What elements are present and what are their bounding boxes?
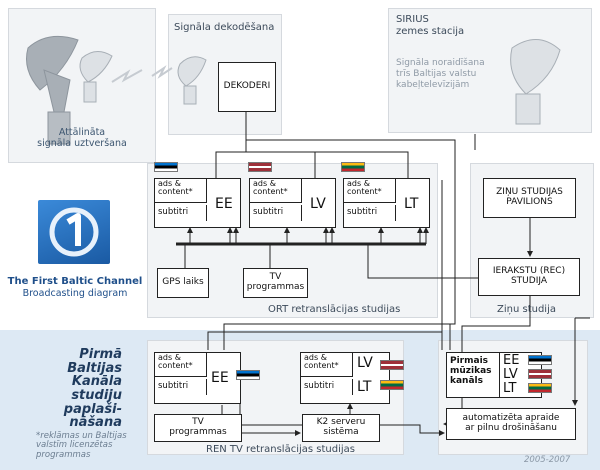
- ort-ee-subtitri: subtitri: [155, 205, 207, 221]
- caption-ort: ORT retranslācijas studijas: [268, 304, 401, 315]
- ren-ee-block: ads & content* subtitri EE: [154, 352, 241, 404]
- ren-ee-ads: ads & content*: [155, 353, 207, 377]
- ort-tv-programmas-box: TV programmas: [243, 268, 308, 298]
- ort-lt-block: ads & content* subtitri LT: [343, 178, 430, 228]
- music-ee-label: EE: [503, 353, 520, 368]
- caption-sirius-sub: Signāla noraidīšana trīs Baltijas valstu…: [396, 58, 485, 90]
- music-channel-block: Pirmais mūzikas kanāls EE LV LT: [446, 352, 542, 398]
- ort-ee-block: ads & content* subtitri EE: [154, 178, 241, 228]
- k2-server-box: K2 serveru sistēma: [302, 414, 380, 442]
- caption-remote-reception: Attālināta signāla uztveršana: [37, 127, 127, 149]
- ren-lvlt-block: ads & content* subtitri LV LT: [300, 352, 390, 404]
- footnote: *reklāmas un Baltijas valstīm licenzētas…: [36, 431, 127, 460]
- ort-lv-block: ads & content* subtitri LV: [249, 178, 336, 228]
- flag-lithuania-ren: [380, 380, 404, 390]
- channel-logo: [38, 200, 110, 264]
- expansion-heading: Pirmā Baltijas Kanāla studiju paplaši- n…: [63, 347, 122, 431]
- ren-ee-subtitri: subtitri: [155, 379, 207, 395]
- caption-sirius-title: SIRIUS zemes stacija: [396, 14, 465, 37]
- ort-lv-ads: ads & content*: [250, 179, 302, 203]
- ren-tv-programmas-box: TV programmas: [154, 414, 242, 442]
- ort-lv-label: LV: [310, 196, 326, 212]
- ort-ee-label: EE: [215, 196, 233, 212]
- ort-ee-ads: ads & content*: [155, 179, 207, 203]
- decoders-box: DEKODERI: [218, 62, 276, 112]
- music-divider: [499, 353, 500, 397]
- panel-remote-reception: [8, 8, 156, 163]
- flag-latvia-music: [528, 369, 552, 379]
- auto-broadcast-box: automatizēta apraide ar pilnu drošināšan…: [446, 408, 576, 440]
- flag-estonia: [154, 162, 178, 172]
- years-label: 2005-2007: [524, 455, 571, 465]
- ort-lt-subtitri: subtitri: [344, 205, 396, 221]
- music-channel-label: Pirmais mūzikas kanāls: [450, 356, 492, 386]
- flag-lithuania: [341, 162, 365, 172]
- ort-lt-label: LT: [404, 196, 419, 212]
- channel-one-icon: [49, 207, 99, 257]
- caption-decoding: Signāla dekodēšana: [174, 22, 275, 33]
- caption-news: Ziņu studija: [497, 304, 556, 315]
- flag-estonia-music: [528, 355, 552, 365]
- flag-estonia-ren: [236, 370, 260, 380]
- gps-box: GPS laiks: [157, 268, 209, 298]
- ort-lt-ads: ads & content*: [344, 179, 396, 203]
- music-lv-label: LV: [503, 367, 518, 382]
- ort-lv-subtitri: subtitri: [250, 205, 302, 221]
- flag-lithuania-music: [528, 383, 552, 393]
- logo-sub: Broadcasting diagram: [22, 288, 128, 299]
- ren-lv-label: LV: [357, 355, 373, 371]
- panel-sirius: [388, 8, 592, 133]
- caption-ren: REN TV retranslācijas studijas: [206, 444, 355, 455]
- ren-lvlt-subtitri: subtitri: [301, 379, 353, 395]
- music-lt-label: LT: [503, 381, 517, 396]
- ren-lvlt-ads: ads & content*: [301, 353, 353, 377]
- rec-studio-box: IERAKSTU (REC) STUDIJA: [478, 258, 580, 296]
- flag-latvia-ren: [380, 360, 404, 370]
- ren-lt-label: LT: [357, 379, 372, 395]
- ren-ee-label: EE: [211, 370, 229, 386]
- logo-name: The First Baltic Channel: [7, 276, 143, 287]
- news-pavilion-box: ZIŅU STUDIJAS PAVILIONS: [483, 178, 576, 218]
- flag-latvia: [248, 162, 272, 172]
